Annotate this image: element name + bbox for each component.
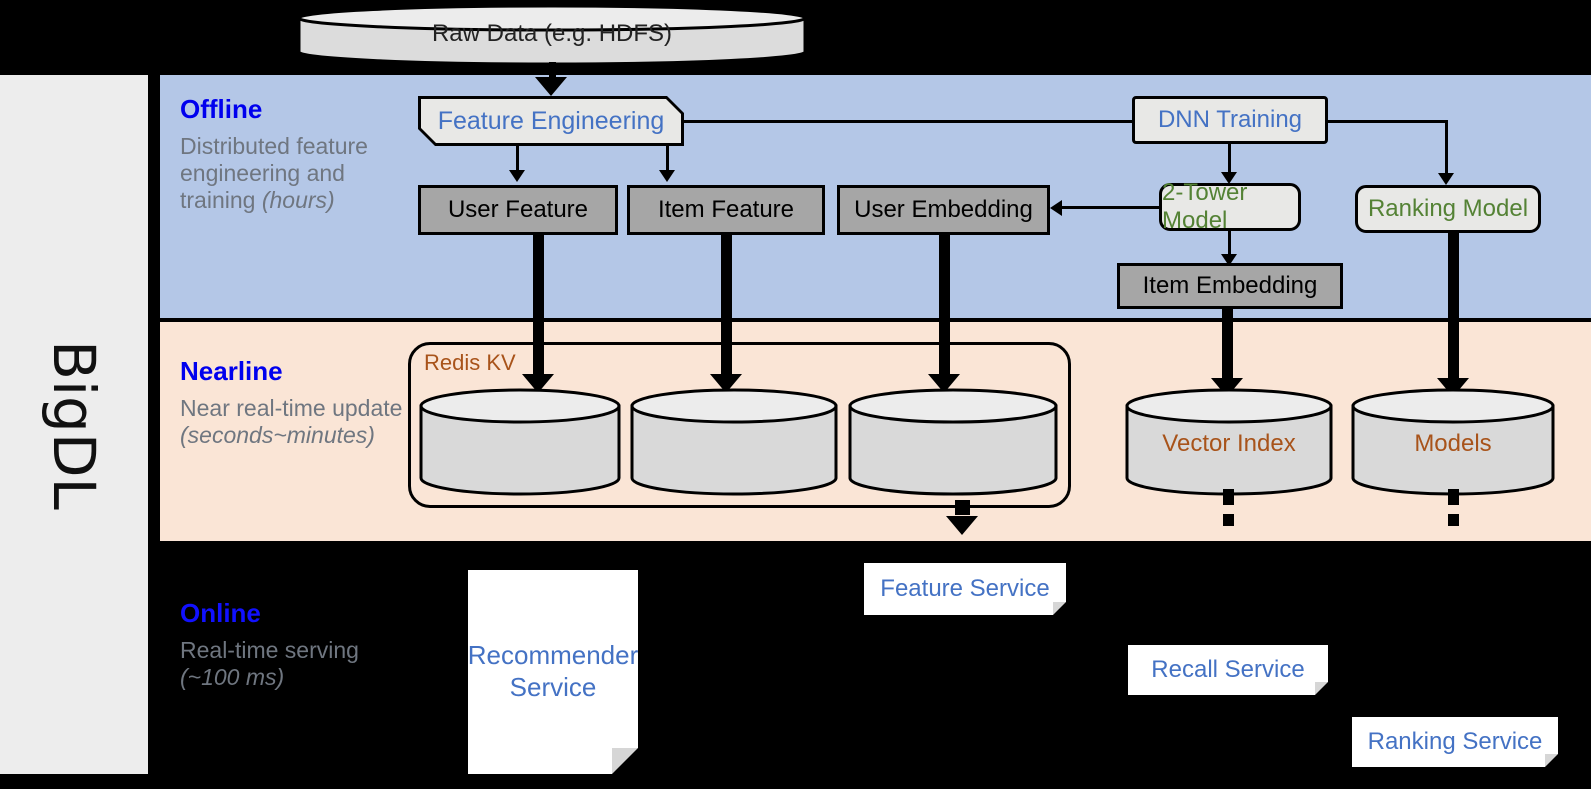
raw-data-cylinder: Raw Data (e.g. HDFS) bbox=[296, 4, 808, 66]
edge-fe-itemfeature-arrow bbox=[659, 170, 675, 182]
edge-rawdata-fe bbox=[549, 62, 556, 84]
redis-cylinder-user-embedding bbox=[847, 388, 1059, 496]
vector-index-label: Vector Index bbox=[1162, 430, 1296, 457]
page-fold-icon bbox=[1315, 682, 1328, 695]
recommender-service-label: Recommender Service bbox=[467, 640, 639, 702]
pipe-itemembedding bbox=[1222, 309, 1233, 389]
user-feature-label: User Feature bbox=[447, 196, 589, 223]
models-label: Models bbox=[1414, 430, 1492, 457]
bigdl-label: BigDL bbox=[40, 339, 109, 510]
models-cylinder[interactable]: Models bbox=[1350, 388, 1556, 496]
edge-fe-dnn bbox=[684, 120, 1156, 123]
dnn-training-label: DNN Training bbox=[1157, 106, 1303, 133]
edge-fe-itemfeature bbox=[666, 146, 669, 172]
bigdl-sidebar: BigDL bbox=[0, 75, 148, 774]
page-fold-icon bbox=[612, 748, 638, 774]
online-stage-label: Online Real-time serving (~100 ms) bbox=[180, 600, 400, 691]
pipe-userembedding bbox=[939, 235, 950, 385]
offline-title: Offline bbox=[180, 94, 263, 124]
redis-kv-label: Redis KV bbox=[424, 350, 516, 375]
redis-kv-container bbox=[408, 342, 1071, 508]
pipe-rankingmodel bbox=[1448, 233, 1459, 389]
offline-desc: Distributed feature engineering and trai… bbox=[180, 133, 368, 214]
two-tower-model-node[interactable]: 2-Tower Model bbox=[1159, 179, 1301, 234]
feature-engineering-label: Feature Engineering bbox=[421, 99, 681, 143]
dash-redis-featureservice bbox=[955, 500, 970, 515]
user-embedding-label: User Embedding bbox=[854, 196, 1033, 223]
page-fold-icon bbox=[1053, 602, 1066, 615]
redis-cylinder-item-feature bbox=[629, 388, 839, 496]
recall-service-card[interactable]: Recall Service bbox=[1128, 645, 1328, 695]
dash-models-2 bbox=[1448, 514, 1459, 526]
raw-data-label: Raw Data (e.g. HDFS) bbox=[431, 20, 673, 47]
pipe-userfeature bbox=[533, 235, 544, 385]
edge-twotower-userembedding-arrow bbox=[1050, 200, 1062, 216]
edge-twotower-itememb bbox=[1228, 231, 1231, 259]
redis-cylinder-user-feature bbox=[418, 388, 622, 496]
feature-engineering-node[interactable]: Feature Engineering bbox=[418, 96, 684, 146]
ranking-service-label: Ranking Service bbox=[1367, 728, 1543, 755]
online-title: Online bbox=[180, 598, 261, 628]
item-feature-label: Item Feature bbox=[657, 196, 795, 223]
online-desc: Real-time serving (~100 ms) bbox=[180, 637, 359, 691]
edge-fe-userfeature bbox=[516, 146, 519, 172]
user-embedding-node[interactable]: User Embedding bbox=[837, 185, 1050, 235]
nearline-stage-label: Nearline Near real-time update (seconds~… bbox=[180, 358, 410, 449]
dash-models-1 bbox=[1448, 489, 1459, 505]
edge-dnn-ranking-arrow bbox=[1438, 173, 1454, 185]
dnn-training-node[interactable]: DNN Training bbox=[1132, 96, 1328, 144]
ranking-model-label: Ranking Model bbox=[1367, 195, 1529, 222]
pipe-userembedding-arrow bbox=[928, 374, 960, 393]
dash-vectorindex-1 bbox=[1223, 489, 1234, 505]
item-embedding-node[interactable]: Item Embedding bbox=[1117, 263, 1343, 309]
two-tower-model-label: 2-Tower Model bbox=[1162, 179, 1248, 234]
feature-service-card[interactable]: Feature Service bbox=[864, 563, 1066, 615]
feature-service-label: Feature Service bbox=[880, 575, 1050, 602]
item-feature-node[interactable]: Item Feature bbox=[627, 185, 825, 235]
page-fold-icon bbox=[1545, 754, 1558, 767]
edge-dnn-ranking-h bbox=[1328, 120, 1448, 123]
recommender-service-card[interactable]: Recommender Service bbox=[468, 570, 638, 774]
nearline-desc: Near real-time update (seconds~minutes) bbox=[180, 395, 403, 449]
pipe-itemfeature-arrow bbox=[710, 374, 742, 393]
edge-twotower-userembedding bbox=[1062, 206, 1162, 209]
pipe-userfeature-arrow bbox=[522, 374, 554, 393]
vector-index-cylinder[interactable]: Vector Index bbox=[1124, 388, 1334, 496]
nearline-title: Nearline bbox=[180, 356, 283, 386]
edge-redis-featureservice-arrow bbox=[946, 516, 978, 535]
edge-rawdata-fe-arrow bbox=[535, 77, 567, 96]
recall-service-label: Recall Service bbox=[1151, 656, 1305, 683]
ranking-service-card[interactable]: Ranking Service bbox=[1352, 717, 1558, 767]
edge-fe-userfeature-arrow bbox=[509, 170, 525, 182]
offline-stage-label: Offline Distributed feature engineering … bbox=[180, 96, 395, 214]
edge-dnn-twotower bbox=[1228, 144, 1231, 176]
pipe-itemfeature bbox=[721, 235, 732, 385]
item-embedding-label: Item Embedding bbox=[1142, 272, 1318, 299]
dash-vectorindex-2 bbox=[1223, 514, 1234, 526]
user-feature-node[interactable]: User Feature bbox=[418, 185, 618, 235]
ranking-model-node[interactable]: Ranking Model bbox=[1355, 185, 1541, 233]
edge-dnn-twotower-arrow bbox=[1221, 172, 1237, 184]
edge-dnn-ranking-v bbox=[1445, 120, 1448, 178]
